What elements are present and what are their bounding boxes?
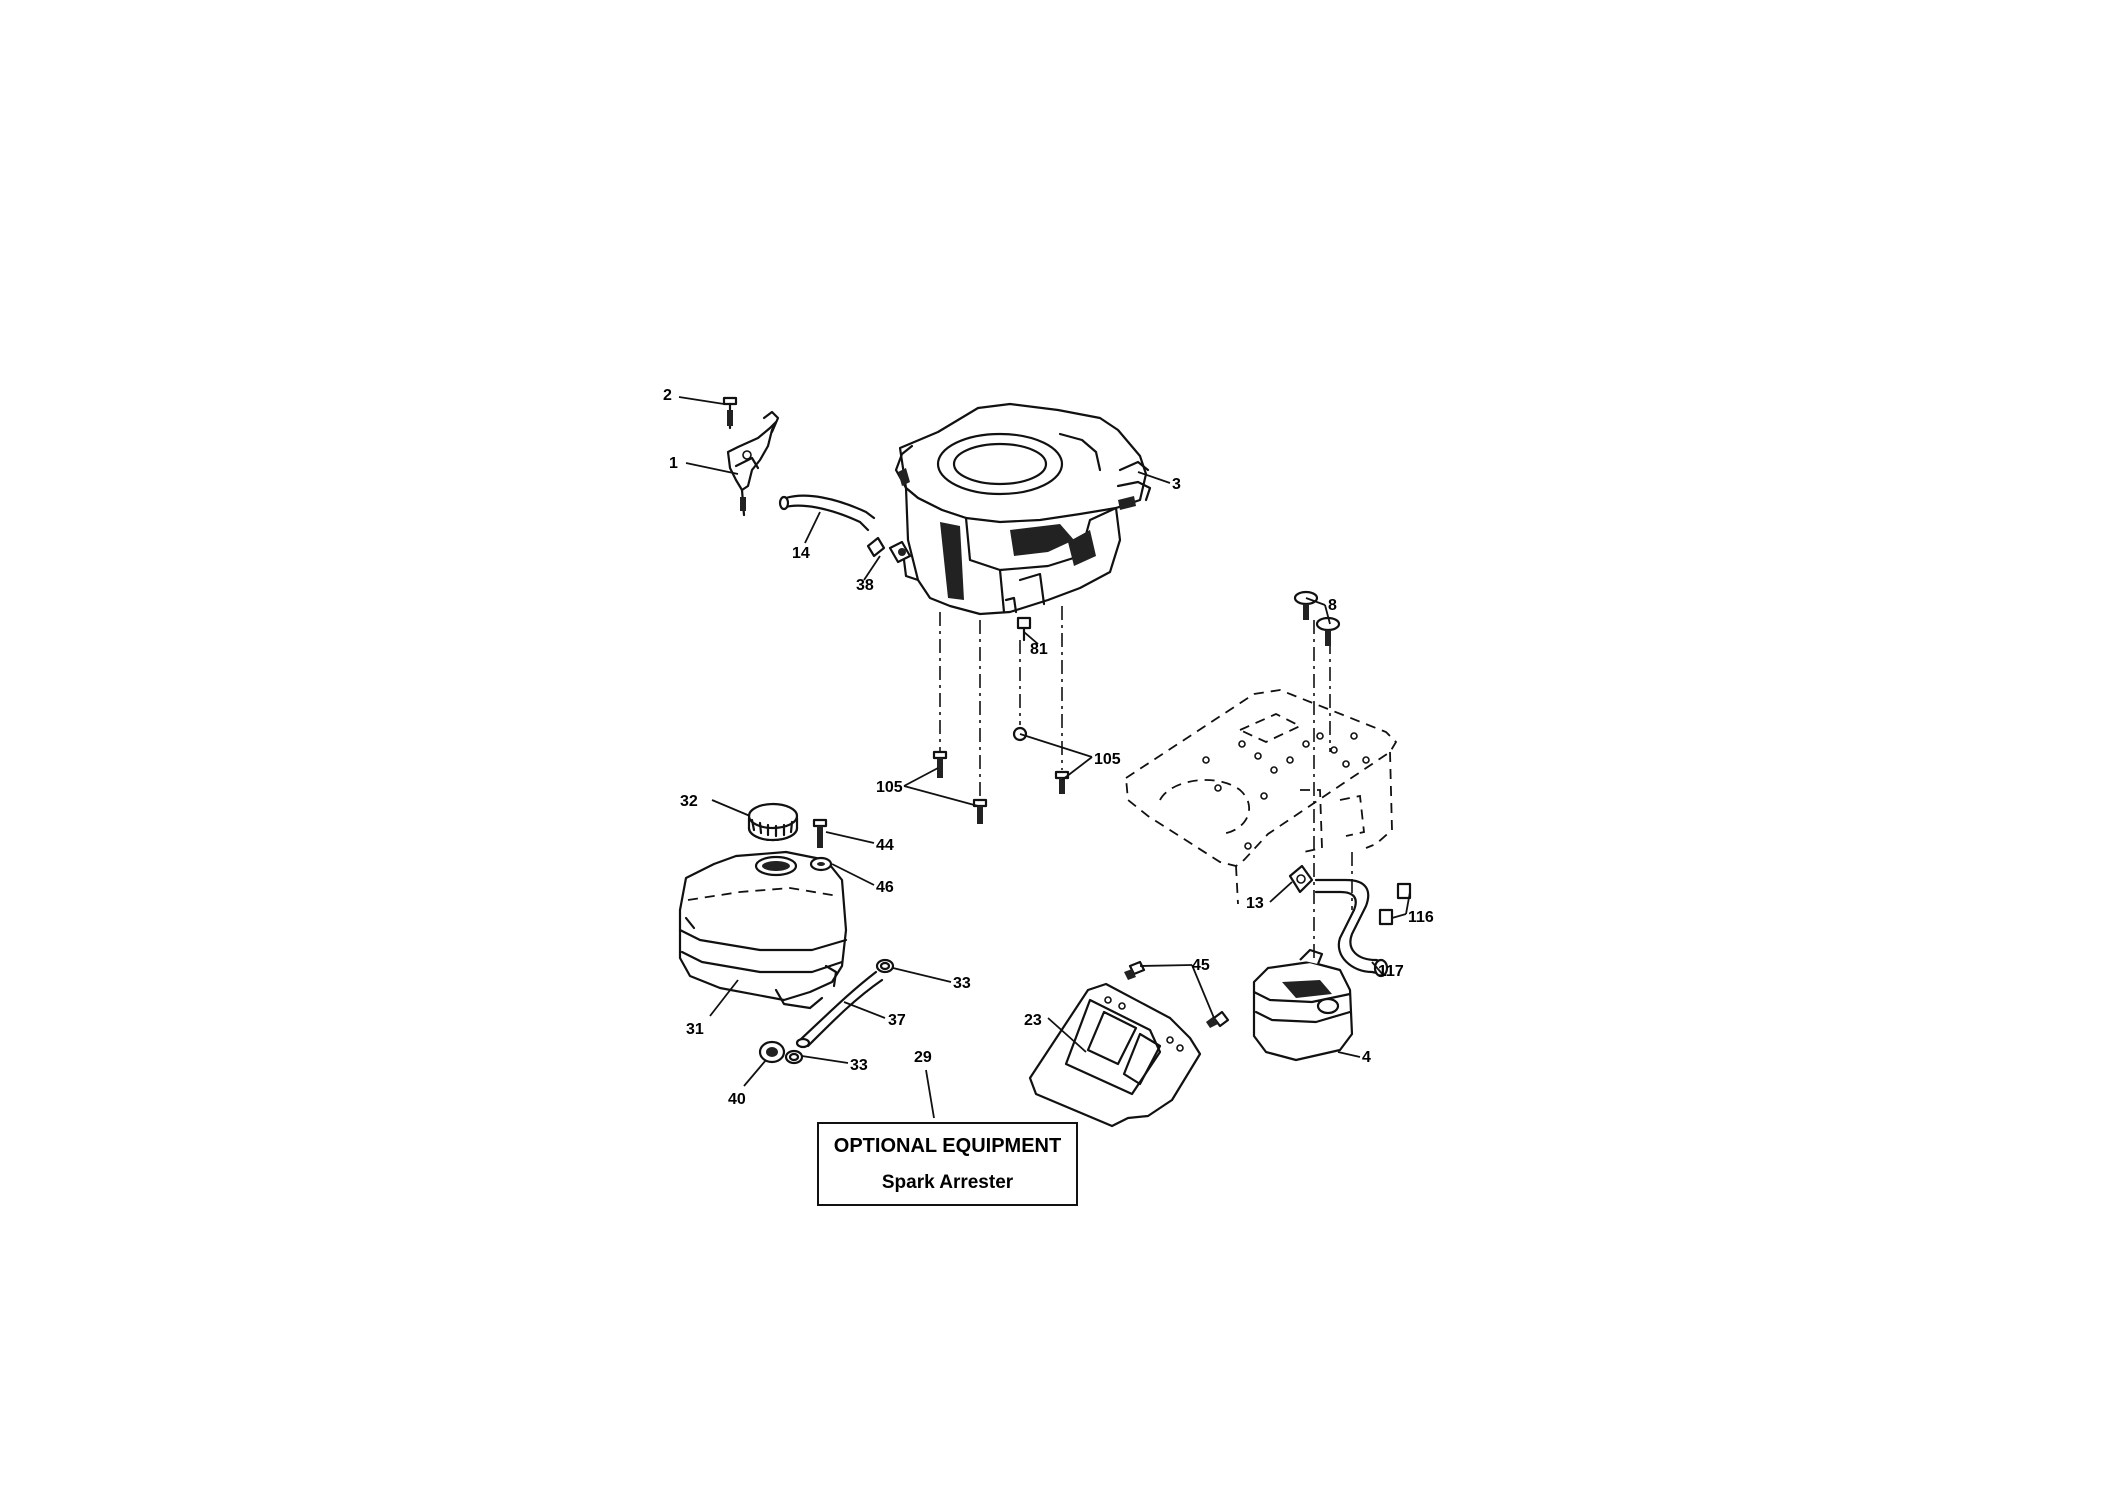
optional-equipment-subtitle: Spark Arrester <box>881 1171 1014 1193</box>
callout-29: 29 <box>914 1049 932 1066</box>
fuel-fitting-part <box>866 536 912 564</box>
callout-13: 13 <box>1246 895 1264 912</box>
screw-part <box>722 396 738 430</box>
callout-2: 2 <box>663 387 672 404</box>
callout-1: 1 <box>669 455 678 472</box>
callout-4: 4 <box>1362 1049 1371 1066</box>
callout-31: 31 <box>686 1021 704 1038</box>
hose-clamp-part <box>784 958 895 1065</box>
grommet-part <box>758 1040 786 1064</box>
callout-37: 37 <box>888 1012 906 1029</box>
shield-screw-part <box>1124 960 1230 1028</box>
callout-105: 105 <box>876 779 903 796</box>
callout-32: 32 <box>680 793 698 810</box>
exhaust-pipe-part <box>1314 878 1389 978</box>
callout-81: 81 <box>1030 641 1048 658</box>
callout-38: 38 <box>856 577 874 594</box>
engine-bolt-part <box>932 726 1070 824</box>
leader-lines <box>678 396 1411 1119</box>
washer-part <box>809 856 833 872</box>
muffler-part <box>1252 948 1354 1062</box>
drain-plug-part <box>1016 616 1032 642</box>
fuel-line-part <box>778 494 876 532</box>
callout-33: 33 <box>953 975 971 992</box>
throttle-control-part <box>726 410 780 517</box>
callout-116: 116 <box>1408 909 1434 926</box>
callout-45: 45 <box>1192 957 1210 974</box>
exhaust-nut-part <box>1378 882 1412 926</box>
tank-screw-part <box>812 818 828 848</box>
optional-equipment-box: OPTIONAL EQUIPMENT Spark Arrester <box>817 1122 1078 1206</box>
callout-8: 8 <box>1328 597 1337 614</box>
optional-equipment-title: OPTIONAL EQUIPMENT <box>833 1134 1062 1157</box>
callout-44: 44 <box>876 837 894 854</box>
callout-46: 46 <box>876 879 894 896</box>
callout-33: 33 <box>850 1057 868 1074</box>
heat-shield-part <box>1028 982 1202 1128</box>
fuel-cap-part <box>747 802 799 842</box>
tractor-frame-reference <box>1125 689 1398 905</box>
exhaust-gasket-part <box>1288 864 1314 894</box>
fuel-hose-part <box>795 970 884 1049</box>
callout-117: 117 <box>1378 963 1404 980</box>
fuel-tank-part <box>678 850 848 1010</box>
callout-14: 14 <box>792 545 810 562</box>
callout-40: 40 <box>728 1091 746 1108</box>
frame-bolt-part <box>1293 590 1341 646</box>
engine-part <box>894 402 1152 616</box>
callout-3: 3 <box>1172 476 1181 493</box>
callout-23: 23 <box>1024 1012 1042 1029</box>
callout-105: 105 <box>1094 751 1121 768</box>
